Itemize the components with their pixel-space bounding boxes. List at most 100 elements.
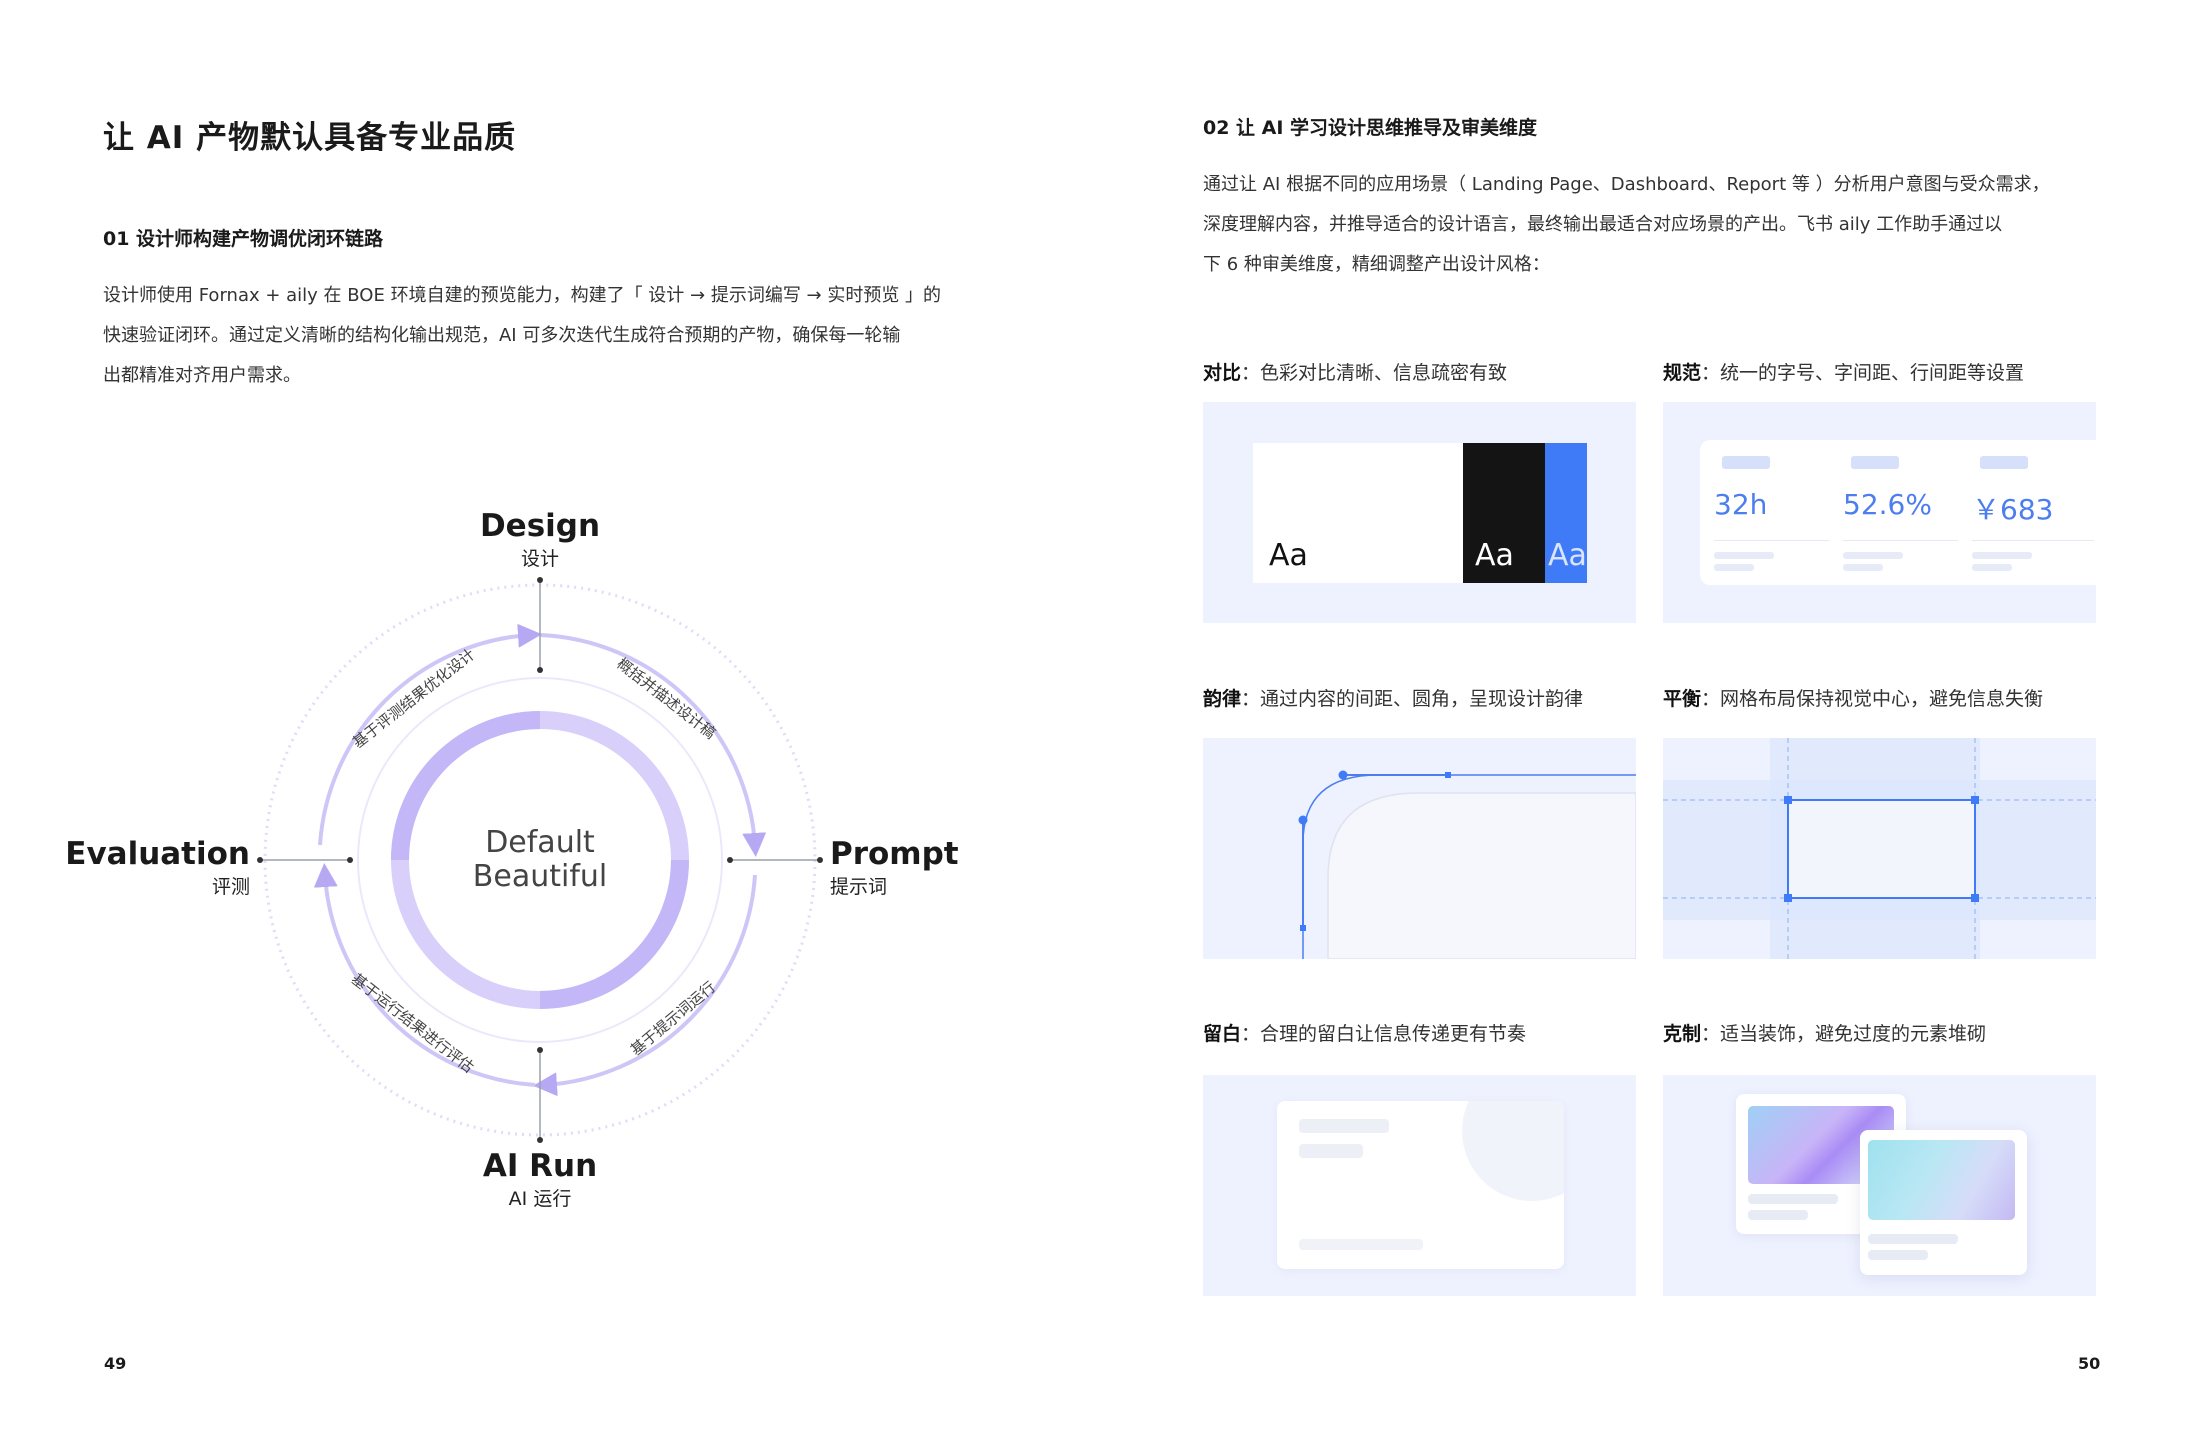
- metric-tile: 52.6%: [1829, 440, 1979, 585]
- arc-top-right: [539, 633, 767, 857]
- selection-handle: [1971, 796, 1979, 804]
- design-loop-diagram: 概括并描述设计稿 基于评测结果优化设计 基于提示词运行 基于运行结果进行评估 D…: [257, 577, 823, 1143]
- selection-handle: [1784, 796, 1792, 804]
- control-point: [1300, 925, 1306, 931]
- contrast-card: Aa Aa Aa: [1203, 402, 1636, 623]
- node-subtitle: 评测: [211, 876, 250, 898]
- node-subtitle: 设计: [520, 548, 559, 570]
- text-placeholder: [1748, 1210, 1808, 1220]
- divider: [1714, 540, 1836, 541]
- node-subtitle: AI 运行: [508, 1188, 572, 1210]
- divider: [1972, 540, 2094, 541]
- text-placeholder: [1714, 564, 1754, 571]
- contrast-white-swatch: Aa: [1253, 443, 1463, 583]
- node-title: Prompt: [830, 836, 959, 872]
- node-title: Evaluation: [65, 836, 250, 872]
- text-placeholder: [1714, 552, 1774, 559]
- node-dot: [257, 857, 263, 863]
- arc-bottom-right: [533, 874, 757, 1097]
- mid-ring: [357, 677, 723, 1043]
- grid-balance-illustration: [1663, 738, 2096, 959]
- divider: [1843, 540, 1965, 541]
- node-evaluation: Evaluation 评测: [60, 836, 250, 899]
- node-dot: [817, 857, 823, 863]
- paragraph-line: 下 6 种审美维度，精细调整产出设计风格：: [1203, 254, 1550, 275]
- node-prompt: Prompt 提示词: [830, 836, 959, 899]
- text-placeholder: [1843, 552, 1903, 559]
- selection-box: [1787, 799, 1976, 899]
- node-ai-run: AI Run AI 运行: [440, 1148, 640, 1211]
- anchor-point: [1338, 770, 1348, 780]
- paragraph-line: 深度理解内容，并推导适合的设计语言，最终输出最适合对应场景的产出。飞书 aily…: [1203, 214, 2003, 235]
- metric-label-placeholder: [1851, 456, 1899, 469]
- text-placeholder: [1843, 564, 1883, 571]
- selection-handle: [1784, 894, 1792, 902]
- page-number-right: 50: [2078, 1354, 2101, 1373]
- control-point: [1445, 772, 1451, 778]
- text-placeholder: [1299, 1119, 1389, 1133]
- metric-tile: ￥683: [1958, 440, 2096, 585]
- balance-card: [1663, 738, 2096, 959]
- caption-balance: 平衡：网格布局保持视觉中心，避免信息失衡: [1663, 688, 2044, 710]
- text-placeholder: [1868, 1250, 1928, 1260]
- node-design: Design 设计: [440, 508, 640, 571]
- whitespace-card: [1203, 1075, 1636, 1296]
- metric-label-placeholder: [1722, 456, 1770, 469]
- text-placeholder: [1299, 1239, 1423, 1250]
- node-title: Design: [479, 508, 601, 544]
- node-subtitle: 提示词: [830, 876, 888, 898]
- section-heading-02: 02 让 AI 学习设计思维推导及审美维度: [1203, 117, 1538, 139]
- caption-rhythm: 韵律：通过内容的间距、圆角，呈现设计韵律: [1203, 688, 1584, 710]
- node-dot: [537, 667, 543, 673]
- page-number-left: 49: [104, 1354, 127, 1373]
- decorative-circle: [1462, 1101, 1564, 1201]
- caption-restraint: 克制：适当装饰，避免过度的元素堆砌: [1663, 1023, 1987, 1045]
- metric-value: ￥683: [1972, 493, 2054, 526]
- text-placeholder: [1868, 1234, 1958, 1244]
- metric-label-placeholder: [1980, 456, 2028, 469]
- decorated-card-front: [1860, 1130, 2027, 1275]
- paragraph-line: 通过让 AI 根据不同的应用场景（ Landing Page、Dashboard…: [1203, 174, 2050, 195]
- rounded-card-shape: [1327, 792, 1636, 959]
- inner-ring-highlight: [539, 859, 689, 1009]
- center-label-line2: Beautiful: [473, 859, 607, 894]
- node-dot: [537, 1047, 543, 1053]
- sample-text: Aa: [1548, 538, 1587, 573]
- page-title: 让 AI 产物默认具备专业品质: [103, 120, 517, 156]
- metric-value: 52.6%: [1843, 488, 1932, 521]
- node-title: AI Run: [482, 1148, 598, 1184]
- paragraph-line: 快速验证闭环。通过定义清晰的结构化输出规范，AI 可多次迭代生成符合预期的产物，…: [103, 325, 901, 346]
- anchor-point: [1298, 815, 1308, 825]
- text-placeholder: [1972, 564, 2012, 571]
- gradient-image-placeholder: [1868, 1140, 2015, 1220]
- contrast-blue-swatch: Aa: [1545, 443, 1587, 583]
- arc-label-bottom-right: 基于提示词运行: [627, 978, 719, 1059]
- paragraph-line: 设计师使用 Fornax + aily 在 BOE 环境自建的预览能力，构建了「…: [103, 285, 942, 306]
- text-placeholder: [1299, 1144, 1363, 1158]
- sample-text: Aa: [1269, 538, 1308, 573]
- arc-top-left: [318, 623, 542, 846]
- corner-radius-illustration: [1298, 770, 1636, 959]
- node-dot: [537, 577, 543, 583]
- inner-ring-highlight: [391, 711, 541, 861]
- selection-handle: [1971, 894, 1979, 902]
- caption-whitespace: 留白：合理的留白让信息传递更有节奏: [1203, 1023, 1527, 1045]
- text-placeholder: [1748, 1194, 1838, 1204]
- consistency-card: 32h 52.6% ￥683: [1663, 402, 2096, 623]
- text-placeholder: [1972, 552, 2032, 559]
- rhythm-card: [1203, 738, 1636, 959]
- metric-tile: 32h: [1700, 440, 1850, 585]
- node-dot: [727, 857, 733, 863]
- center-label-line1: Default: [485, 825, 595, 860]
- node-dot: [347, 857, 353, 863]
- caption-consistency: 规范：统一的字号、字间距、行间距等设置: [1663, 362, 2025, 384]
- intro-paragraph-right: 通过让 AI 根据不同的应用场景（ Landing Page、Dashboard…: [1203, 165, 2050, 285]
- sample-content-card: [1277, 1101, 1564, 1269]
- restraint-card: [1663, 1075, 2096, 1296]
- contrast-black-swatch: Aa: [1463, 443, 1545, 583]
- sample-text: Aa: [1475, 538, 1514, 573]
- caption-contrast: 对比：色彩对比清晰、信息疏密有致: [1203, 362, 1508, 384]
- section-heading-01: 01 设计师构建产物调优闭环链路: [103, 228, 384, 250]
- paragraph-line: 出都精准对齐用户需求。: [103, 365, 301, 386]
- arc-bottom-left: [313, 863, 536, 1087]
